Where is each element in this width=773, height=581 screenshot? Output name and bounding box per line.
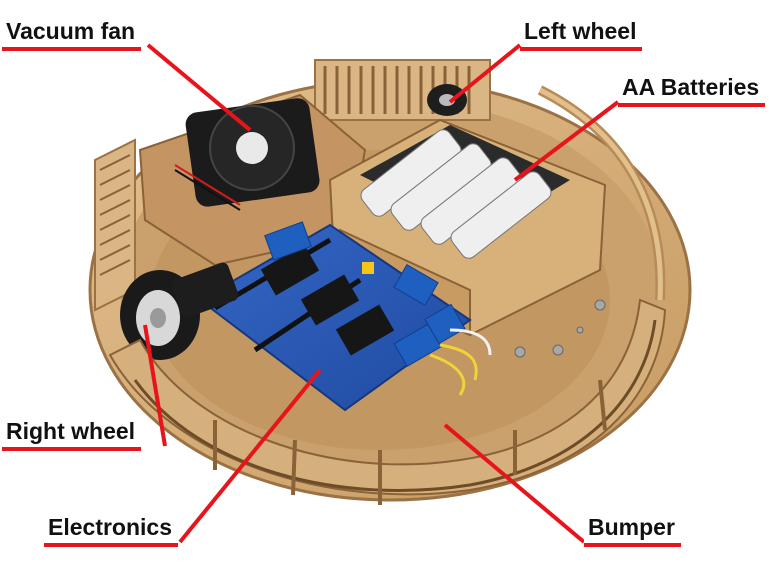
- bumper: [108, 85, 667, 505]
- right-wheel-label: Right wheel: [2, 416, 142, 451]
- aa-batteries-label: AA Batteries: [618, 72, 766, 107]
- left-wheel-label: Left wheel: [520, 16, 643, 51]
- left-grill: [94, 138, 136, 312]
- bumper-label: Bumper: [584, 512, 681, 547]
- leader-lines: [143, 43, 620, 544]
- electronics-board: [198, 221, 492, 412]
- screws: [514, 299, 606, 358]
- left-wheel: [427, 84, 467, 116]
- vacuum-fan: [138, 93, 367, 267]
- vacuum-fan-label: Vacuum fan: [2, 16, 142, 51]
- electronics-label: Electronics: [44, 512, 178, 547]
